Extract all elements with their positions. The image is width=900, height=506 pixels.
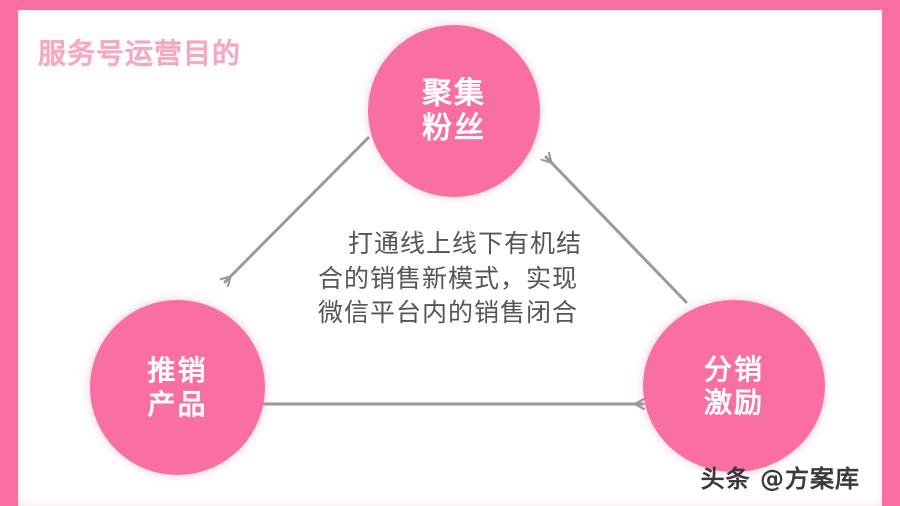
node-promote-products-line2: 产品: [147, 388, 208, 420]
node-distribution-incentive[interactable]: 分销 激励: [643, 300, 825, 472]
watermark-label: 头条 @方案库: [700, 465, 860, 493]
node-promote-products-line1: 推销: [147, 355, 208, 387]
node-gather-fans-line1: 聚集: [422, 76, 486, 110]
slide-inner-canvas: 服务号运营目的 聚集 粉丝: [18, 10, 882, 506]
node-distribution-incentive-line1: 分销: [703, 353, 764, 385]
center-description-text: 打通线上线下有机结合的销售新模式，实现微信平台内的销售闭合: [318, 231, 583, 327]
node-promote-products[interactable]: 推销 产品: [90, 300, 265, 475]
page-title: 服务号运营目的: [38, 38, 242, 69]
node-gather-fans-line2: 粉丝: [422, 112, 486, 145]
node-gather-fans[interactable]: 聚集 粉丝: [368, 25, 540, 197]
node-distribution-incentive-line2: 激励: [703, 387, 764, 418]
